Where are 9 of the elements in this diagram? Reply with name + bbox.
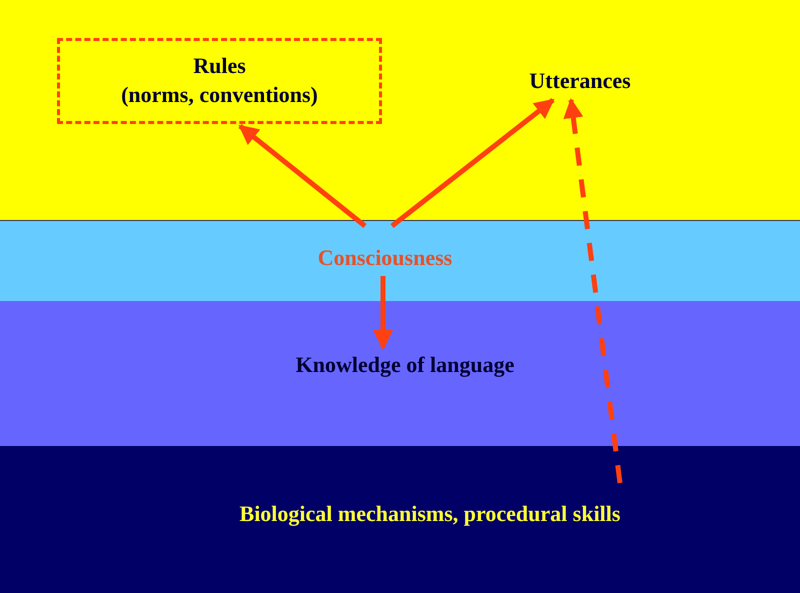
arrow (563, 98, 622, 484)
node-label: Biological mechanisms, procedural skills (240, 500, 620, 528)
dashed-box (57, 38, 382, 124)
node-label: Knowledge of language (296, 350, 514, 379)
node-label: Utterances (529, 66, 631, 95)
node-label: Consciousness (318, 244, 452, 272)
node-label: (norms, conventions) (121, 81, 318, 109)
arrow (373, 276, 393, 350)
node-label: Rules (193, 52, 246, 80)
